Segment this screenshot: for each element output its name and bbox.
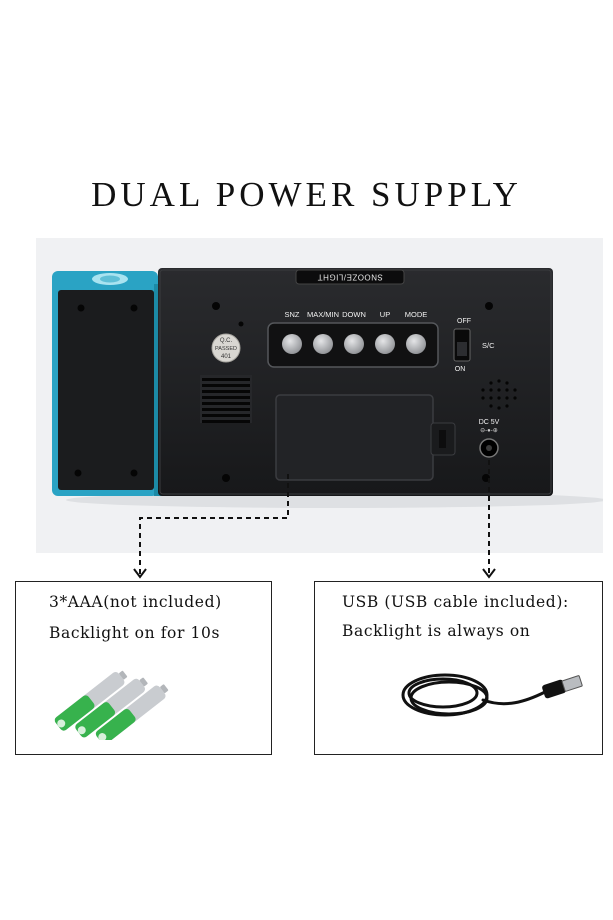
qc-line-3: 401	[221, 354, 232, 360]
snz-button	[282, 334, 302, 354]
screw	[212, 302, 220, 310]
button-label-up: UP	[380, 310, 390, 319]
usb-line-2: Backlight is always on	[342, 622, 531, 640]
device-back-view: SNOOZE/LIGHT Q.C. PASSED 401 SNZ MAX/MIN…	[52, 268, 603, 508]
usb-arrow-icon	[482, 568, 496, 579]
snooze-light-label: SNOOZE/LIGHT	[317, 273, 383, 282]
button-label-maxmin: MAX/MIN	[307, 310, 339, 319]
aaa-batteries-icon	[54, 670, 169, 740]
button-label-snz: SNZ	[285, 310, 300, 319]
mode-button	[406, 334, 426, 354]
snooze-light-button: SNOOZE/LIGHT	[295, 269, 405, 285]
product-photo: SNOOZE/LIGHT Q.C. PASSED 401 SNZ MAX/MIN…	[36, 238, 603, 553]
page-title: DUAL POWER SUPPLY	[91, 175, 522, 214]
battery-info-box: 3*AAA(not included) Backlight on for 10s	[15, 581, 272, 755]
usb-cable-icon	[401, 673, 583, 717]
screw	[485, 302, 493, 310]
battery-arrow-icon	[133, 568, 147, 579]
switch-off-label: OFF	[457, 318, 471, 325]
screw	[222, 474, 230, 482]
switch-on-label: ON	[455, 366, 466, 373]
qc-passed-sticker: Q.C. PASSED 401	[211, 333, 241, 363]
battery-line-1: 3*AAA(not included)	[49, 593, 222, 611]
speaker-grille-dots	[481, 379, 517, 410]
button-panel	[267, 322, 439, 368]
button-label-down: DOWN	[342, 310, 366, 319]
dc-label: DC 5V	[479, 419, 500, 426]
usb-info-box: USB (USB cable included): Backlight is a…	[314, 581, 603, 755]
switch-label: S/C	[482, 341, 495, 350]
battery-cover	[275, 394, 456, 481]
down-button	[344, 334, 364, 354]
reset-hole	[238, 321, 244, 327]
dc-power-port: DC 5V ⊖-●-⊕	[479, 419, 500, 458]
qc-line-1: Q.C.	[220, 338, 233, 344]
speaker-slits	[200, 375, 252, 423]
usb-line-1: USB (USB cable included):	[342, 593, 569, 611]
maxmin-button	[313, 334, 333, 354]
dc-polarity-icon: ⊖-●-⊕	[480, 428, 498, 434]
qc-line-2: PASSED	[215, 346, 237, 352]
screw	[482, 474, 490, 482]
button-label-mode: MODE	[405, 310, 428, 319]
battery-line-2: Backlight on for 10s	[49, 624, 221, 642]
projector-module	[52, 271, 164, 496]
up-button	[375, 334, 395, 354]
sc-switch: OFF S/C ON	[453, 318, 495, 373]
